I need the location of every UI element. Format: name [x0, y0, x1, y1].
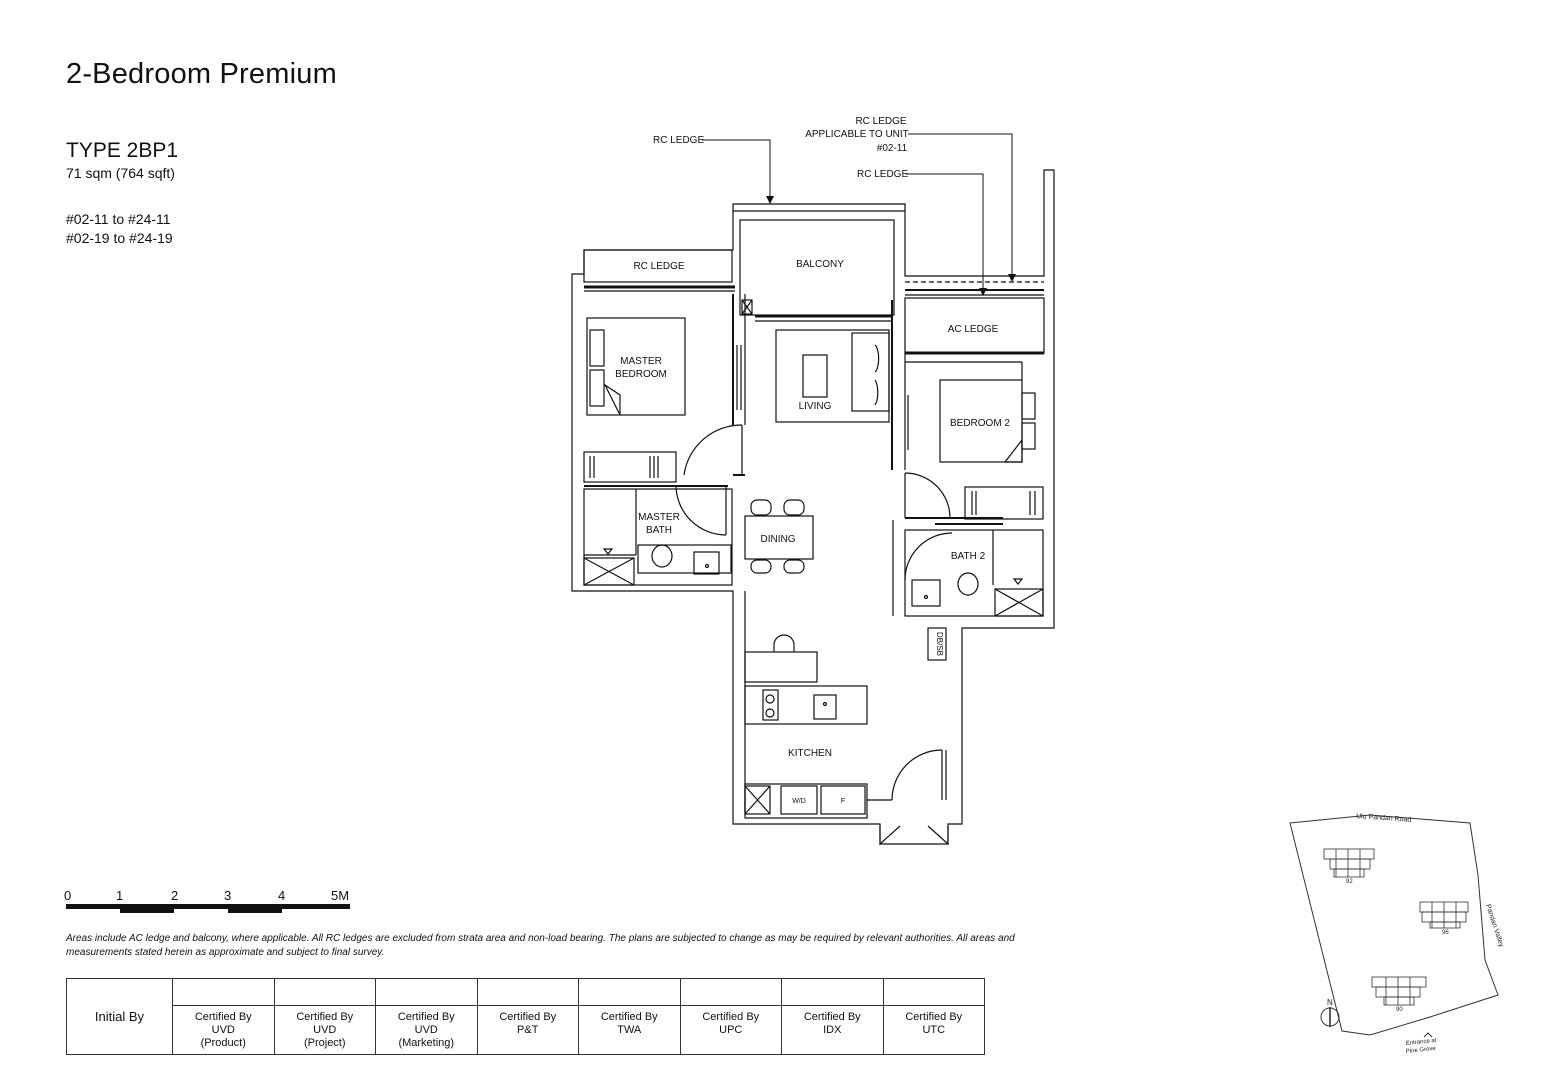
label-master-bath-line2: BATH — [646, 525, 672, 536]
initial-by-label: Initial By — [66, 978, 173, 1055]
label-master-bedroom-line1: MASTER — [620, 356, 662, 367]
site-block-label-90: 90 — [1396, 1007, 1403, 1013]
block-96 — [1419, 901, 1469, 929]
master-bath-room — [583, 488, 733, 586]
cert-initial-cell[interactable] — [375, 978, 478, 1006]
callout-rc-ledge-right: RC LEDGE — [857, 169, 908, 180]
disclaimer-note: Areas include AC ledge and balcony, wher… — [66, 933, 1015, 958]
cert-initial-cell[interactable] — [882, 978, 985, 1006]
label-master-bath-line1: MASTER — [638, 512, 680, 523]
north-label: N — [1327, 998, 1333, 1007]
unit-range-2: #02-19 to #24-19 — [66, 230, 173, 246]
unit-numbers: #02-11 to #24-11 #02-19 to #24-19 — [66, 210, 173, 248]
rc-ledge-left — [583, 249, 733, 283]
cert-initial-cell[interactable] — [781, 978, 884, 1006]
label-kitchen: KITCHEN — [788, 748, 832, 759]
label-dining: DINING — [761, 534, 796, 545]
cert-initial-cell[interactable] — [476, 978, 579, 1006]
db-sb-cabinet — [927, 627, 947, 661]
site-plan: 92 96 90 Ulu Pandan Road Pandan Valley E… — [1289, 813, 1505, 1055]
master-bed — [586, 317, 686, 416]
label-ac-ledge: AC LEDGE — [948, 324, 999, 335]
unit-range-1: #02-11 to #24-11 — [66, 211, 171, 227]
cert-initial-cell[interactable] — [273, 978, 376, 1006]
bath2-room — [904, 529, 1044, 617]
site-block-label-92: 92 — [1346, 879, 1353, 885]
master-wardrobe — [583, 451, 677, 483]
kitchen-counter — [744, 685, 868, 725]
site-boundary — [1289, 814, 1499, 1036]
dining-table — [744, 515, 814, 560]
label-living: LIVING — [799, 401, 832, 412]
fridge — [820, 785, 866, 815]
callout-rc-ledge-unit-line1: RC LEDGE — [855, 116, 906, 127]
site-entrance-line1: Entrance at — [1406, 1038, 1437, 1047]
cert-initial-cell[interactable] — [578, 978, 681, 1006]
living-area — [775, 329, 890, 423]
scale-tick-5m: 5M — [331, 888, 349, 903]
site-road-right: Pandan Valley — [1484, 903, 1505, 948]
cert-initial-cell[interactable] — [172, 978, 275, 1006]
block-92 — [1323, 848, 1375, 878]
label-master-bedroom-line2: BEDROOM — [615, 369, 667, 380]
label-bath2: BATH 2 — [951, 551, 986, 562]
plan-outer-wall — [571, 169, 1055, 845]
label-rc-ledge: RC LEDGE — [633, 261, 684, 272]
unit-area: 71 sqm (764 sqft) — [66, 165, 175, 181]
block-90 — [1371, 976, 1427, 1006]
scale-tick-2: 2 — [171, 888, 178, 903]
site-road-top: Ulu Pandan Road — [1356, 813, 1412, 824]
callout-rc-ledge-unit-line3: #02-11 — [877, 143, 908, 154]
bedroom2-bed — [939, 379, 1023, 463]
site-entrance-line2: Pine Grove — [1406, 1046, 1437, 1055]
washer-dryer — [780, 785, 818, 815]
scale-tick-4: 4 — [278, 888, 285, 903]
label-washer-dryer: W/D — [792, 798, 806, 805]
page-title: 2-Bedroom Premium — [66, 58, 337, 90]
unit-type: TYPE 2BP1 — [66, 139, 179, 162]
callout-rc-ledge-unit-line2: APPLICABLE TO UNIT — [805, 129, 909, 140]
site-block-label-96: 96 — [1442, 930, 1449, 936]
label-bedroom2: BEDROOM 2 — [950, 418, 1010, 429]
cert-initial-cell[interactable] — [679, 978, 782, 1006]
label-fridge: F — [841, 798, 845, 805]
scale-bar: 0 1 2 3 4 5M — [64, 888, 350, 913]
scale-tick-3: 3 — [224, 888, 231, 903]
label-db-sb: DB/SB — [935, 632, 944, 656]
label-balcony: BALCONY — [796, 259, 844, 270]
callout-rc-ledge-top: RC LEDGE — [653, 135, 704, 146]
scale-tick-1: 1 — [116, 888, 123, 903]
scale-tick-0: 0 — [64, 888, 71, 903]
